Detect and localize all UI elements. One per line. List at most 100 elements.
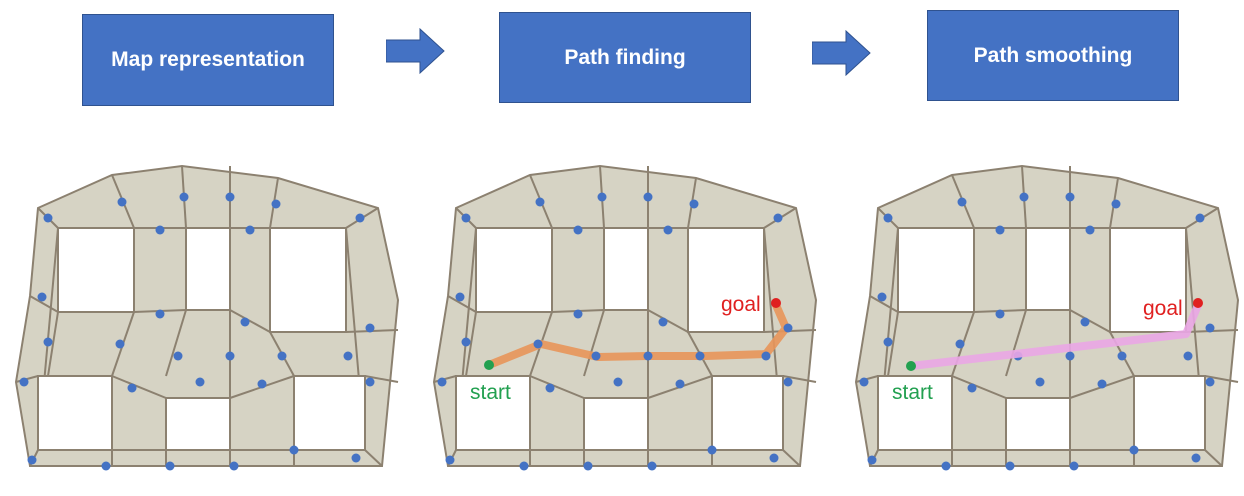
- map-node: [365, 323, 375, 333]
- map-obstacle: [711, 375, 784, 451]
- map-node: [761, 351, 771, 361]
- step-label: Path smoothing: [973, 43, 1133, 67]
- map-node: [1080, 317, 1090, 327]
- map-node: [695, 351, 705, 361]
- map-node: [545, 383, 555, 393]
- map-node: [240, 317, 250, 327]
- map-node: [1205, 377, 1215, 387]
- map-node: [689, 199, 699, 209]
- map-obstacle: [897, 227, 975, 313]
- step-label: Map representation: [111, 48, 305, 71]
- map-node: [1205, 323, 1215, 333]
- map-cell-edge: [1005, 309, 1027, 377]
- map-cell-edge: [29, 295, 59, 313]
- map-node: [941, 461, 951, 471]
- map-node: [867, 455, 877, 465]
- map-obstacle: [37, 375, 113, 451]
- map-node: [995, 309, 1005, 319]
- map-node: [461, 213, 471, 223]
- map-cell-edge: [887, 311, 899, 377]
- map-node: [663, 225, 673, 235]
- map-node: [115, 339, 125, 349]
- map-node: [783, 323, 793, 333]
- map-cell-edge: [1204, 449, 1223, 467]
- map-node: [1035, 377, 1045, 387]
- map-node: [437, 377, 447, 387]
- map-node: [1117, 351, 1127, 361]
- right-arrow-icon: [812, 30, 871, 76]
- map-node: [591, 351, 601, 361]
- map-cell-edge: [364, 449, 383, 467]
- map-node: [583, 461, 593, 471]
- map-obstacle: [293, 375, 366, 451]
- map-panel-path-smoothing: start goal: [854, 164, 1240, 471]
- map-cell-edge: [1204, 375, 1239, 383]
- map-node: [1195, 213, 1205, 223]
- map-node: [1069, 461, 1079, 471]
- map-node: [37, 292, 47, 302]
- map-node: [1129, 445, 1139, 455]
- map-node: [773, 213, 783, 223]
- map-node: [573, 309, 583, 319]
- map-obstacle: [583, 397, 649, 451]
- map-node: [995, 225, 1005, 235]
- map-node: [597, 192, 607, 202]
- map-node: [967, 383, 977, 393]
- map-cell-edge: [782, 375, 817, 383]
- goal-label: goal: [1143, 297, 1183, 320]
- map-panel-representation: [14, 164, 400, 471]
- map-obstacle: [603, 227, 649, 311]
- map-node: [859, 377, 869, 387]
- map-cell-edge: [364, 375, 399, 383]
- map-node: [445, 455, 455, 465]
- map-node: [257, 379, 267, 389]
- map-cell-edge: [951, 375, 1007, 399]
- map-node: [245, 225, 255, 235]
- map-node: [225, 192, 235, 202]
- map-node: [1191, 453, 1201, 463]
- map-node: [883, 337, 893, 347]
- map-cell-edge: [869, 295, 899, 313]
- map-node: [1065, 192, 1075, 202]
- map-cell-edge: [229, 309, 271, 333]
- map-node: [155, 309, 165, 319]
- map-node: [271, 199, 281, 209]
- map-node: [19, 377, 29, 387]
- map-node: [535, 197, 545, 207]
- map-obstacle: [1133, 375, 1206, 451]
- map-node: [355, 213, 365, 223]
- map-node: [707, 445, 717, 455]
- map-node: [1019, 192, 1029, 202]
- map-obstacle: [57, 227, 135, 313]
- map-node: [1065, 351, 1075, 361]
- map-cell-edge: [165, 309, 187, 377]
- map-node: [365, 377, 375, 387]
- map-node: [957, 197, 967, 207]
- map-node: [165, 461, 175, 471]
- start-label: start: [892, 381, 933, 404]
- map-node: [229, 461, 239, 471]
- step-box-path-finding: Path finding: [499, 12, 751, 103]
- map-node: [343, 351, 353, 361]
- map-obstacle: [165, 397, 231, 451]
- map-node: [127, 383, 137, 393]
- map-node: [1111, 199, 1121, 209]
- map-node: [769, 453, 779, 463]
- map-cell-edge: [465, 311, 477, 377]
- smoothed-path-line: [907, 301, 1202, 370]
- map-cell-edge: [447, 295, 477, 313]
- map-obstacle: [269, 227, 347, 333]
- map-node: [643, 351, 653, 361]
- map-cell-edge: [529, 375, 585, 399]
- map-obstacle: [877, 375, 953, 451]
- map-node: [783, 377, 793, 387]
- start-label: start: [470, 381, 511, 404]
- map-node: [658, 317, 668, 327]
- map-node: [643, 192, 653, 202]
- map-node: [277, 351, 287, 361]
- map-node: [101, 461, 111, 471]
- map-node: [461, 337, 471, 347]
- goal-label: goal: [721, 293, 761, 316]
- map-node: [455, 292, 465, 302]
